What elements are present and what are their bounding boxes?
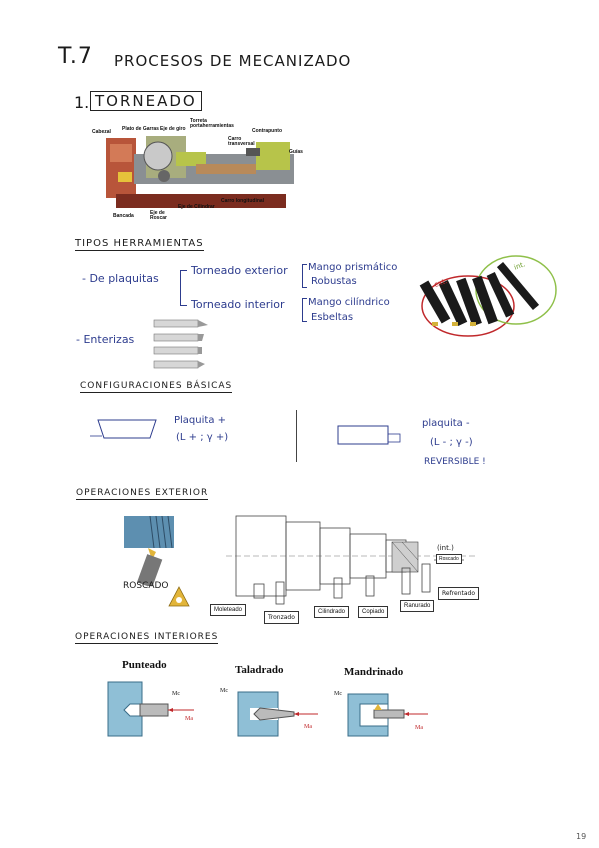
lathe-label-cabezal: Cabezal (92, 129, 111, 135)
op-title-taladrado: Taladrado (235, 664, 284, 676)
tools-int: Torneado interior (191, 298, 285, 311)
lathe-label-contrapunto: Contrapunto (252, 128, 282, 134)
external-ops-diagram (206, 512, 482, 630)
solid-tools-image (152, 318, 212, 370)
taladrado-mc: Mc (220, 688, 228, 694)
lathe-label-eje-cilindrar: Eje de Cilindrar (178, 204, 215, 210)
op-label-refrentado: Refrentado (438, 587, 480, 600)
tools-plaquitas: - De plaquitas (82, 272, 159, 285)
page-title: PROCESOS DE MECANIZADO (114, 52, 352, 70)
page-number: 19 (576, 832, 587, 841)
config-heading: CONFIGURACIONES BÁSICAS (80, 381, 233, 393)
op-title-punteado: Punteado (122, 659, 167, 671)
punteado-mc: Mc (172, 691, 180, 697)
threading-diagram (120, 512, 190, 588)
int-ops-heading: OPERACIONES INTERIORES (75, 632, 219, 644)
mandrinado-ma: Ma (415, 725, 423, 731)
tools-heading: TIPOS HERRAMIENTAS (75, 238, 204, 251)
threading-insert (168, 586, 190, 608)
op-label-copiado: Copiado (358, 606, 389, 618)
positive-insert-diagram (90, 416, 160, 446)
lathe-label-carro-long: Carro longitudinal (221, 198, 265, 204)
punteado-ma: Ma (185, 716, 193, 722)
config-divider (296, 410, 297, 462)
tools-ext: Torneado exterior (191, 264, 288, 277)
bracket-int (302, 298, 307, 322)
punteado-diagram (106, 680, 196, 738)
op-label-int: (int.) (437, 544, 454, 552)
taladrado-diagram (220, 690, 320, 738)
tools-ext-opt1: Mango prismático (308, 262, 398, 273)
lathe-label-carro-trans: Carro transversal (228, 136, 255, 147)
lathe-label-plato: Plato de Garras (122, 126, 159, 132)
lathe-image (106, 134, 306, 214)
ext-ops-heading: OPERACIONES EXTERIOR (76, 488, 209, 500)
op-label-moleteado: Moleteado (210, 604, 247, 616)
lathe-label-eje-giro: Eje de giro (160, 126, 186, 132)
tools-int-opt1: Mango cilíndrico (308, 297, 390, 308)
config-left-1: Plaquita + (174, 415, 227, 426)
lathe-label-guias: Guías (289, 149, 303, 155)
mandrinado-mc: Mc (334, 691, 342, 697)
negative-insert-diagram (336, 424, 406, 448)
config-right-2: (L - ; γ -) (430, 437, 473, 448)
tools-ext-opt2: Robustas (311, 276, 357, 287)
op-label-ranurado: Ranurado (400, 600, 435, 612)
config-right-3: REVERSIBLE ! (424, 457, 486, 467)
chapter-number: T.7 (58, 44, 93, 69)
bracket-ext (302, 264, 307, 288)
lathe-label-eje-roscar: Eje de Roscar (150, 210, 167, 221)
lathe-label-torreta: Torreta portaherramientas (190, 118, 234, 129)
op-title-mandrinado: Mandrinado (344, 666, 404, 678)
threading-label: ROSCADO (123, 581, 169, 591)
op-label-cilindrado: Cilindrado (314, 606, 350, 618)
taladrado-ma: Ma (304, 724, 312, 730)
op-label-roscado: Roscado (436, 554, 462, 564)
tools-int-opt2: Esbeltas (311, 312, 354, 323)
tools-enterizas: - Enterizas (76, 333, 135, 346)
section-number: 1. (74, 93, 90, 112)
bracket-main (180, 270, 187, 306)
mandrinado-diagram (330, 692, 430, 738)
lathe-label-bancada: Bancada (113, 213, 134, 219)
tool-holders-photo (418, 250, 558, 342)
config-left-2: (L + ; γ +) (176, 432, 229, 443)
section-title: TORNEADO (90, 91, 202, 111)
op-label-tronzado: Tronzado (264, 611, 299, 624)
config-right-1: plaquita - (422, 418, 470, 429)
